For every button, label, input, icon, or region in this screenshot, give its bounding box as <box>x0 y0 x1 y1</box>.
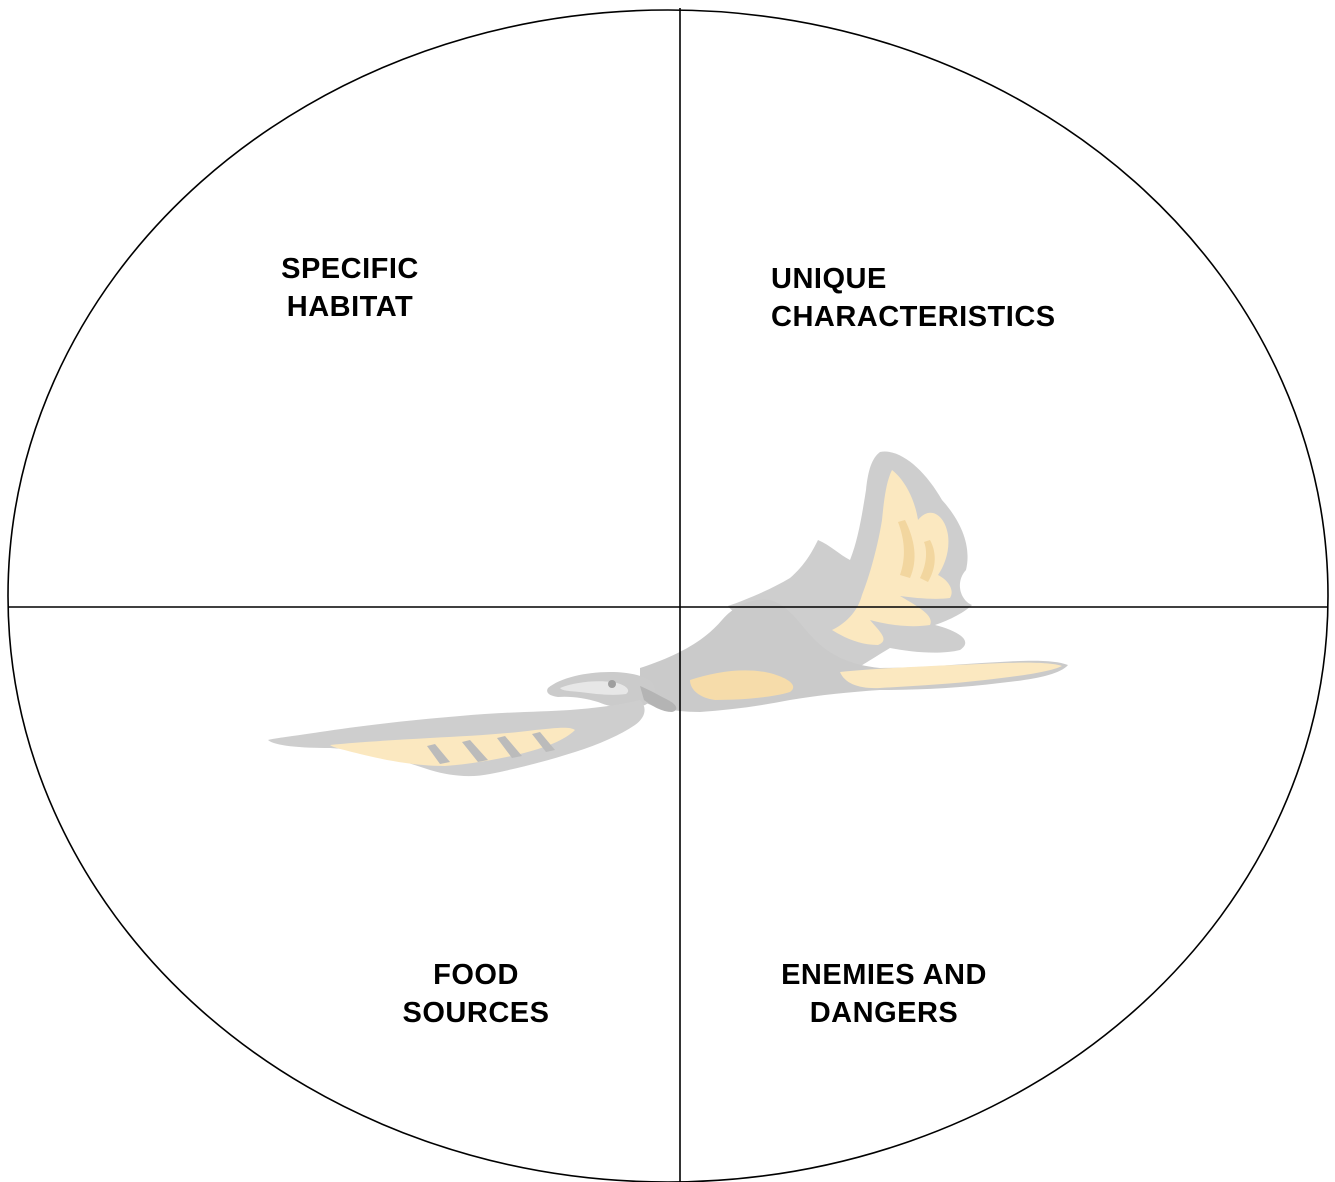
eagle-lower-right-feathers <box>840 662 1062 689</box>
eagle-upper-wing-feathers <box>832 470 952 645</box>
quadrant-label-specific-habitat: SPECIFIC HABITAT <box>230 250 470 326</box>
eagle-talons <box>640 686 677 712</box>
eagle-feather-stripe <box>898 520 915 578</box>
outer-ellipse <box>7 9 1329 1182</box>
quadrant-label-line: SOURCES <box>402 997 550 1029</box>
eagle-feather-stripe <box>427 744 450 764</box>
quadrant-label-line: CHARACTERISTICS <box>771 301 1056 333</box>
quadrant-label-line: HABITAT <box>286 291 414 323</box>
quadrant-label-line: FOOD <box>433 959 519 991</box>
eagle-feather-stripe <box>920 540 935 582</box>
eagle-feather-stripe <box>462 740 488 762</box>
eagle-feather-stripe <box>532 732 555 752</box>
quadrant-label-line: ENEMIES AND <box>781 959 987 991</box>
quadrant-label-line: SPECIFIC <box>281 253 419 285</box>
quadrant-label-line: UNIQUE <box>771 263 887 295</box>
eagle-body-cream <box>690 670 794 700</box>
quadrant-label-enemies-and-dangers: ENEMIES AND DANGERS <box>764 956 1004 1032</box>
quadrant-label-unique-characteristics: UNIQUE CHARACTERISTICS <box>771 260 1056 336</box>
eagle-eye <box>608 680 616 688</box>
eagle-lower-left-feathers <box>330 727 575 766</box>
eagle-icon <box>268 451 1068 777</box>
eagle-feather-stripe <box>497 736 522 758</box>
quadrant-label-line: DANGERS <box>809 997 959 1029</box>
quadrant-label-food-sources: FOOD SOURCES <box>356 956 596 1032</box>
